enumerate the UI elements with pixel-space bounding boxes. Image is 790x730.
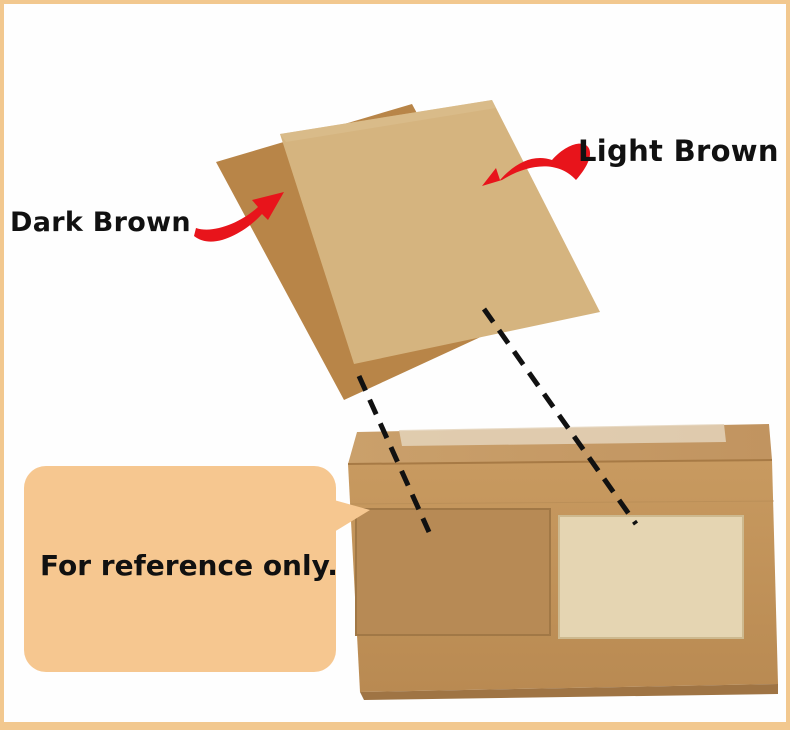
dark-brown-label-patch: [355, 508, 551, 636]
bubble-pointer: [334, 500, 370, 532]
speech-bubble: [24, 466, 336, 672]
product-image: Light Brown Dark Brown For reference onl…: [4, 4, 786, 722]
light-brown-label: Light Brown: [578, 134, 779, 168]
red-arrow-icon: [194, 192, 284, 242]
product-scene: [194, 100, 778, 700]
reference-note: For reference only.: [40, 549, 338, 582]
leader-lines: [356, 307, 639, 534]
red-arrow-icon: [482, 143, 591, 186]
dark-brown-leader-line: [356, 374, 432, 534]
light-brown-label-patch: [558, 515, 744, 639]
light-brown-leader-line: [481, 307, 639, 526]
dark-brown-label: Dark Brown: [10, 207, 191, 238]
